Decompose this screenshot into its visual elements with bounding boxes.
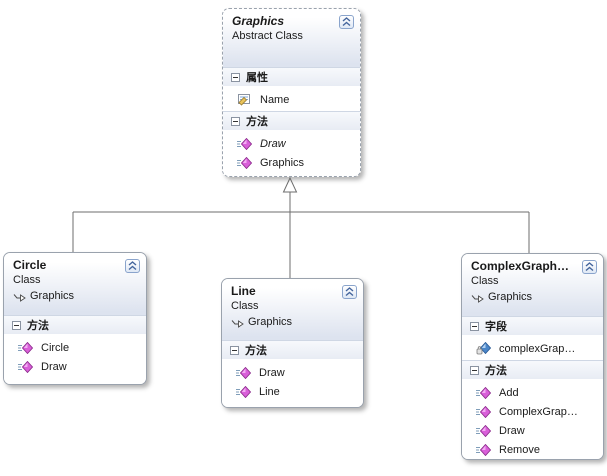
- inheritance-arrow-icon: [231, 317, 244, 328]
- member-row[interactable]: Draw: [462, 421, 603, 440]
- class-box-graphics[interactable]: Graphics Abstract Class 属性: [222, 8, 361, 177]
- section-header-properties[interactable]: 属性: [223, 67, 360, 86]
- collapse-button[interactable]: [342, 285, 357, 299]
- collapse-button[interactable]: [125, 259, 140, 273]
- base-class-label: Graphics: [248, 316, 293, 328]
- base-class-label: Graphics: [30, 290, 75, 302]
- section-items: Draw Graphics: [223, 130, 360, 176]
- stereotype-label: Class: [231, 300, 259, 312]
- class-header[interactable]: Line Class Graphics: [222, 279, 363, 340]
- member-row[interactable]: Name: [223, 90, 360, 109]
- member-row[interactable]: Circle: [4, 338, 146, 357]
- member-label: Draw: [499, 424, 525, 437]
- stereotype-label: Class: [13, 274, 41, 286]
- inheritance-triangle-arrowhead: [282, 176, 298, 193]
- class-title: Graphics: [232, 14, 285, 28]
- collapse-minus-icon[interactable]: [12, 320, 21, 330]
- method-icon: [236, 366, 251, 379]
- base-class-label: Graphics: [488, 291, 533, 303]
- stereotype-label: Class: [471, 275, 499, 287]
- class-header[interactable]: ComplexGraph… Class Graphics: [462, 254, 603, 316]
- class-box-complexgraph[interactable]: ComplexGraph… Class Graphics: [461, 253, 604, 460]
- section-items: complexGrap…: [462, 335, 603, 360]
- member-row[interactable]: Draw: [4, 357, 146, 376]
- collapse-minus-icon[interactable]: [231, 116, 240, 126]
- method-icon: [236, 385, 251, 398]
- chevron-double-up-icon: [128, 261, 137, 271]
- section-items: Name: [223, 86, 360, 111]
- collapse-minus-icon[interactable]: [470, 365, 479, 375]
- method-icon: [18, 341, 33, 354]
- chevron-double-up-icon: [345, 287, 354, 297]
- member-label: Name: [260, 93, 290, 106]
- member-label: Draw: [41, 360, 67, 373]
- section-label: 方法: [485, 365, 507, 377]
- section-header-methods[interactable]: 方法: [222, 340, 363, 359]
- section-label: 方法: [245, 345, 267, 357]
- member-row[interactable]: Draw: [222, 363, 363, 382]
- collapse-button[interactable]: [339, 15, 354, 29]
- collapse-minus-icon[interactable]: [230, 345, 239, 355]
- base-class-row: Graphics: [231, 314, 359, 330]
- base-class-row: Graphics: [13, 288, 142, 304]
- member-label: Draw: [259, 366, 285, 379]
- chevron-double-up-icon: [585, 262, 594, 272]
- section-items: Add ComplexGrap…: [462, 379, 603, 459]
- member-label: complexGrap…: [499, 342, 576, 355]
- method-icon: [237, 156, 252, 169]
- member-label: Add: [499, 386, 519, 399]
- member-row[interactable]: Graphics: [223, 153, 360, 172]
- member-row[interactable]: Remove: [462, 440, 603, 459]
- section-header-fields[interactable]: 字段: [462, 316, 603, 335]
- member-row[interactable]: complexGrap…: [462, 339, 603, 358]
- member-row[interactable]: Line: [222, 382, 363, 401]
- section-items: Draw Line: [222, 359, 363, 407]
- section-header-methods[interactable]: 方法: [462, 360, 603, 379]
- field-icon: [476, 342, 491, 355]
- section-header-methods[interactable]: 方法: [4, 315, 146, 334]
- member-label: Remove: [499, 443, 540, 456]
- method-icon: [237, 137, 252, 150]
- section-label: 字段: [485, 321, 507, 333]
- collapse-minus-icon[interactable]: [470, 321, 479, 331]
- class-header[interactable]: Circle Class Graphics: [4, 253, 146, 315]
- member-row[interactable]: ComplexGrap…: [462, 402, 603, 421]
- property-icon: [237, 93, 252, 106]
- section-header-methods[interactable]: 方法: [223, 111, 360, 130]
- inheritance-arrow-icon: [471, 292, 484, 303]
- collapse-minus-icon[interactable]: [231, 72, 240, 82]
- class-title: ComplexGraph…: [471, 259, 570, 273]
- member-label: Graphics: [260, 156, 305, 169]
- member-label: Draw: [260, 137, 286, 150]
- collapse-button[interactable]: [582, 260, 597, 274]
- class-header[interactable]: Graphics Abstract Class: [223, 9, 360, 67]
- class-box-line[interactable]: Line Class Graphics: [221, 278, 364, 408]
- member-row[interactable]: Draw: [223, 134, 360, 153]
- inheritance-arrow-icon: [13, 291, 26, 302]
- method-icon: [476, 386, 491, 399]
- chevron-double-up-icon: [342, 17, 351, 27]
- member-row[interactable]: Add: [462, 383, 603, 402]
- method-icon: [476, 424, 491, 437]
- class-box-circle[interactable]: Circle Class Graphics: [3, 252, 147, 385]
- section-items: Circle Draw: [4, 334, 146, 384]
- member-label: ComplexGrap…: [499, 405, 578, 418]
- method-icon: [18, 360, 33, 373]
- section-label: 属性: [246, 72, 268, 84]
- section-label: 方法: [27, 320, 49, 332]
- member-label: Line: [259, 385, 280, 398]
- member-label: Circle: [41, 341, 70, 354]
- method-icon: [476, 443, 491, 456]
- class-title: Circle: [13, 258, 47, 272]
- section-label: 方法: [246, 116, 268, 128]
- method-icon: [476, 405, 491, 418]
- class-title: Line: [231, 284, 256, 298]
- stereotype-label: Abstract Class: [232, 30, 303, 42]
- base-class-row: Graphics: [471, 289, 599, 305]
